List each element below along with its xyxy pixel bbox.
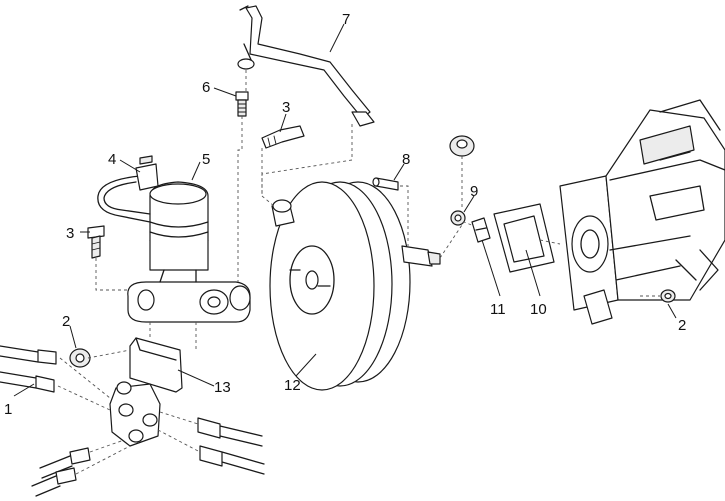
bolt-3-left [87, 225, 105, 259]
nut-2-left [69, 348, 91, 368]
brake-lines [0, 345, 265, 497]
bolt-3-upper [261, 125, 305, 149]
nut-9 [450, 210, 466, 226]
vacuum-hose [237, 5, 375, 127]
callout-10: 10 [530, 301, 547, 318]
master-cylinder [127, 181, 251, 323]
clip-11 [471, 217, 491, 243]
callout-4: 4 [108, 151, 116, 168]
callout-8: 8 [402, 151, 410, 168]
callout-5: 5 [202, 151, 210, 168]
bolt-6 [235, 91, 249, 117]
callout-2-left: 2 [62, 313, 70, 330]
nut-upper [449, 135, 475, 157]
leader-lines [13, 23, 677, 397]
brake-booster [269, 181, 441, 391]
callout-7: 7 [342, 11, 350, 28]
pin-8 [372, 177, 399, 191]
callout-1: 1 [4, 401, 12, 418]
callout-3-upper: 3 [282, 99, 290, 116]
level-sensor-harness [97, 155, 159, 223]
callout-11: 11 [490, 301, 506, 318]
callout-12: 12 [284, 377, 301, 394]
callout-6: 6 [202, 79, 210, 96]
callout-13: 13 [214, 379, 231, 396]
assembly-guide-lines [57, 70, 660, 475]
callout-9: 9 [470, 183, 478, 200]
gasket-10 [493, 203, 555, 273]
callout-2-right: 2 [678, 317, 686, 334]
nut-2-right [660, 289, 676, 303]
callout-labels: 1 2 2 3 3 4 5 6 7 8 9 10 11 12 13 [4, 11, 686, 418]
valve-bracket [109, 337, 183, 447]
pedal-bracket-assembly [559, 99, 725, 325]
callout-3-left: 3 [66, 225, 74, 242]
